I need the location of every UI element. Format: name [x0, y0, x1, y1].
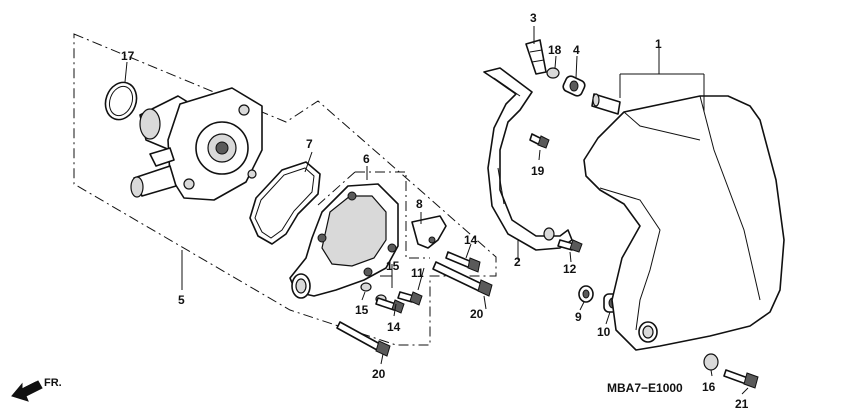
callout-15-upper: 15 [386, 259, 400, 273]
callout-2: 2 [514, 255, 521, 269]
collar-bolt-part [591, 93, 621, 115]
callout-1: 1 [655, 37, 662, 51]
bolt-part [529, 133, 550, 149]
pump-cover-part [289, 183, 399, 299]
leader-lines [124, 26, 749, 395]
callout-6: 6 [363, 152, 370, 166]
callout-15-lower: 15 [355, 303, 369, 317]
washer-part [543, 227, 555, 241]
bolt-part [445, 251, 481, 273]
callout-3: 3 [530, 11, 537, 25]
callout-19: 19 [531, 164, 545, 178]
grommet-part [562, 75, 586, 97]
bolt-part [723, 369, 759, 389]
callout-16: 16 [702, 380, 716, 394]
callout-7: 7 [306, 137, 313, 151]
callout-5: 5 [178, 293, 185, 307]
front-direction-arrow: FR. [11, 377, 62, 402]
callout-12: 12 [563, 262, 577, 276]
cover-part [583, 95, 785, 351]
bolt-part [397, 291, 423, 306]
water-pump-part [130, 87, 263, 201]
gasket-part [249, 161, 321, 245]
callout-4: 4 [573, 43, 580, 57]
callout-14-lower: 14 [387, 320, 401, 334]
callout-14-upper: 14 [464, 233, 478, 247]
wire-clamp-part [483, 67, 573, 251]
bolt-part [375, 297, 405, 314]
long-bolt-part [432, 261, 493, 297]
collar-part [578, 285, 594, 303]
pump-cover-subassembly-boundary [317, 171, 430, 259]
washer-part [546, 67, 560, 79]
callout-17: 18 [548, 43, 562, 57]
washer-part [703, 353, 719, 371]
callout-21: 21 [735, 397, 749, 411]
callout-10: 10 [597, 325, 611, 339]
diagram-code: MBA7−E1000 [607, 381, 683, 395]
callout-20-lower: 20 [372, 367, 386, 381]
direction-label: FR. [44, 377, 62, 389]
callout-20-right: 20 [470, 307, 484, 321]
washer-part [360, 282, 372, 292]
long-bolt-part [336, 321, 391, 357]
water-pump-assembly-boundary [73, 33, 497, 346]
callout-8: 8 [416, 197, 423, 211]
callout-9: 9 [575, 310, 582, 324]
o-ring-part [104, 81, 138, 121]
bolt-part [557, 239, 583, 253]
clip-part [525, 39, 547, 75]
bracket-part [411, 215, 447, 249]
callout-18: 17 [121, 49, 135, 63]
callout-11: 11 [411, 266, 424, 280]
